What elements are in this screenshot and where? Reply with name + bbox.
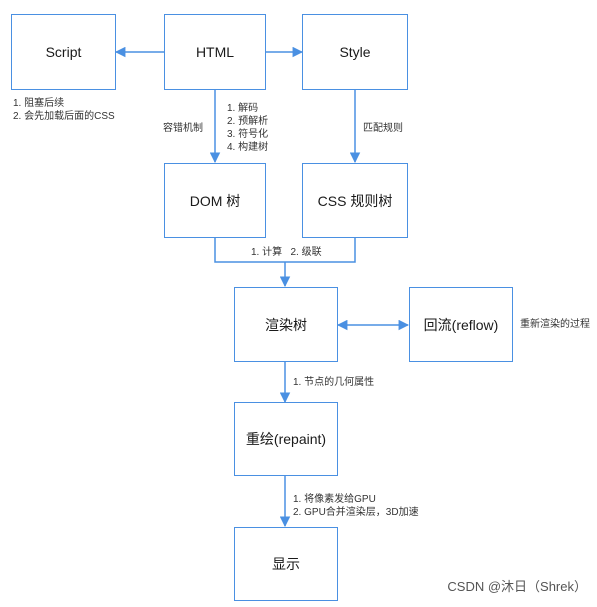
node-reflow: 回流(reflow) bbox=[409, 287, 513, 362]
label-compute-cascade: 1. 计算 2. 级联 bbox=[251, 247, 322, 258]
node-dom-tree: DOM 树 bbox=[164, 163, 266, 238]
node-display: 显示 bbox=[234, 527, 338, 601]
node-css-rule-tree: CSS 规则树 bbox=[302, 163, 408, 238]
node-render-tree: 渲染树 bbox=[234, 287, 338, 362]
node-html: HTML bbox=[164, 14, 266, 90]
label-parse-step-3: 3. 符号化 bbox=[227, 129, 269, 140]
label-reflow-desc: 重新渲染的过程 bbox=[520, 319, 590, 330]
node-style: Style bbox=[302, 14, 408, 90]
label-paint-step-2: 2. GPU合并渲染层，3D加速 bbox=[293, 507, 419, 518]
label-error-tolerance: 容错机制 bbox=[163, 123, 203, 134]
label-parse-step-4: 4. 构建树 bbox=[227, 142, 269, 153]
label-geometry: 1. 节点的几何属性 bbox=[293, 377, 375, 388]
node-repaint: 重绘(repaint) bbox=[234, 402, 338, 476]
label-script-note-2: 2. 会先加载后面的CSS bbox=[13, 111, 115, 122]
watermark: CSDN @沐日（Shrek） bbox=[447, 579, 587, 594]
label-parse-step-2: 2. 预解析 bbox=[227, 116, 269, 127]
node-script: Script bbox=[11, 14, 116, 90]
label-match-rules: 匹配规则 bbox=[363, 123, 403, 134]
label-paint-step-1: 1. 将像素发给GPU bbox=[293, 494, 376, 505]
label-parse-step-1: 1. 解码 bbox=[227, 103, 259, 114]
label-script-note-1: 1. 阻塞后续 bbox=[13, 98, 65, 109]
